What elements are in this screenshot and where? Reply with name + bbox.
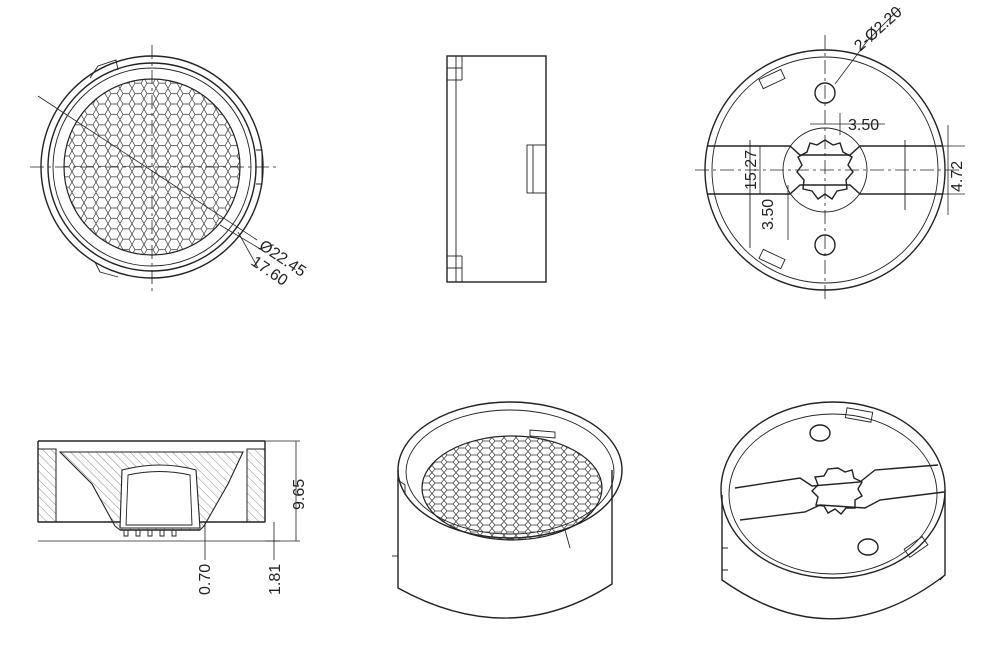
dim-slot-height: 3.50 <box>760 199 777 230</box>
dim-section-bottom-a: 0.70 <box>197 564 214 595</box>
iso-bottom-view <box>720 401 946 620</box>
dim-section-bottom-b: 1.81 <box>267 564 284 595</box>
dim-slot-width: 3.50 <box>848 117 879 134</box>
side-view <box>446 55 547 283</box>
top-view: Ø22.45 17.60 <box>30 45 309 295</box>
dim-holes: 2-Ø2.20 <box>851 4 905 55</box>
dim-height: 15.27 <box>743 150 760 190</box>
dim-section-height: 9.65 <box>291 479 308 510</box>
iso-top-view <box>392 401 623 619</box>
section-view: 9.65 0.70 1.81 <box>37 440 308 595</box>
bottom-view: 2-Ø2.20 3.50 15.27 3.50 4.72 <box>695 4 966 300</box>
dim-right: 4.72 <box>949 161 966 192</box>
